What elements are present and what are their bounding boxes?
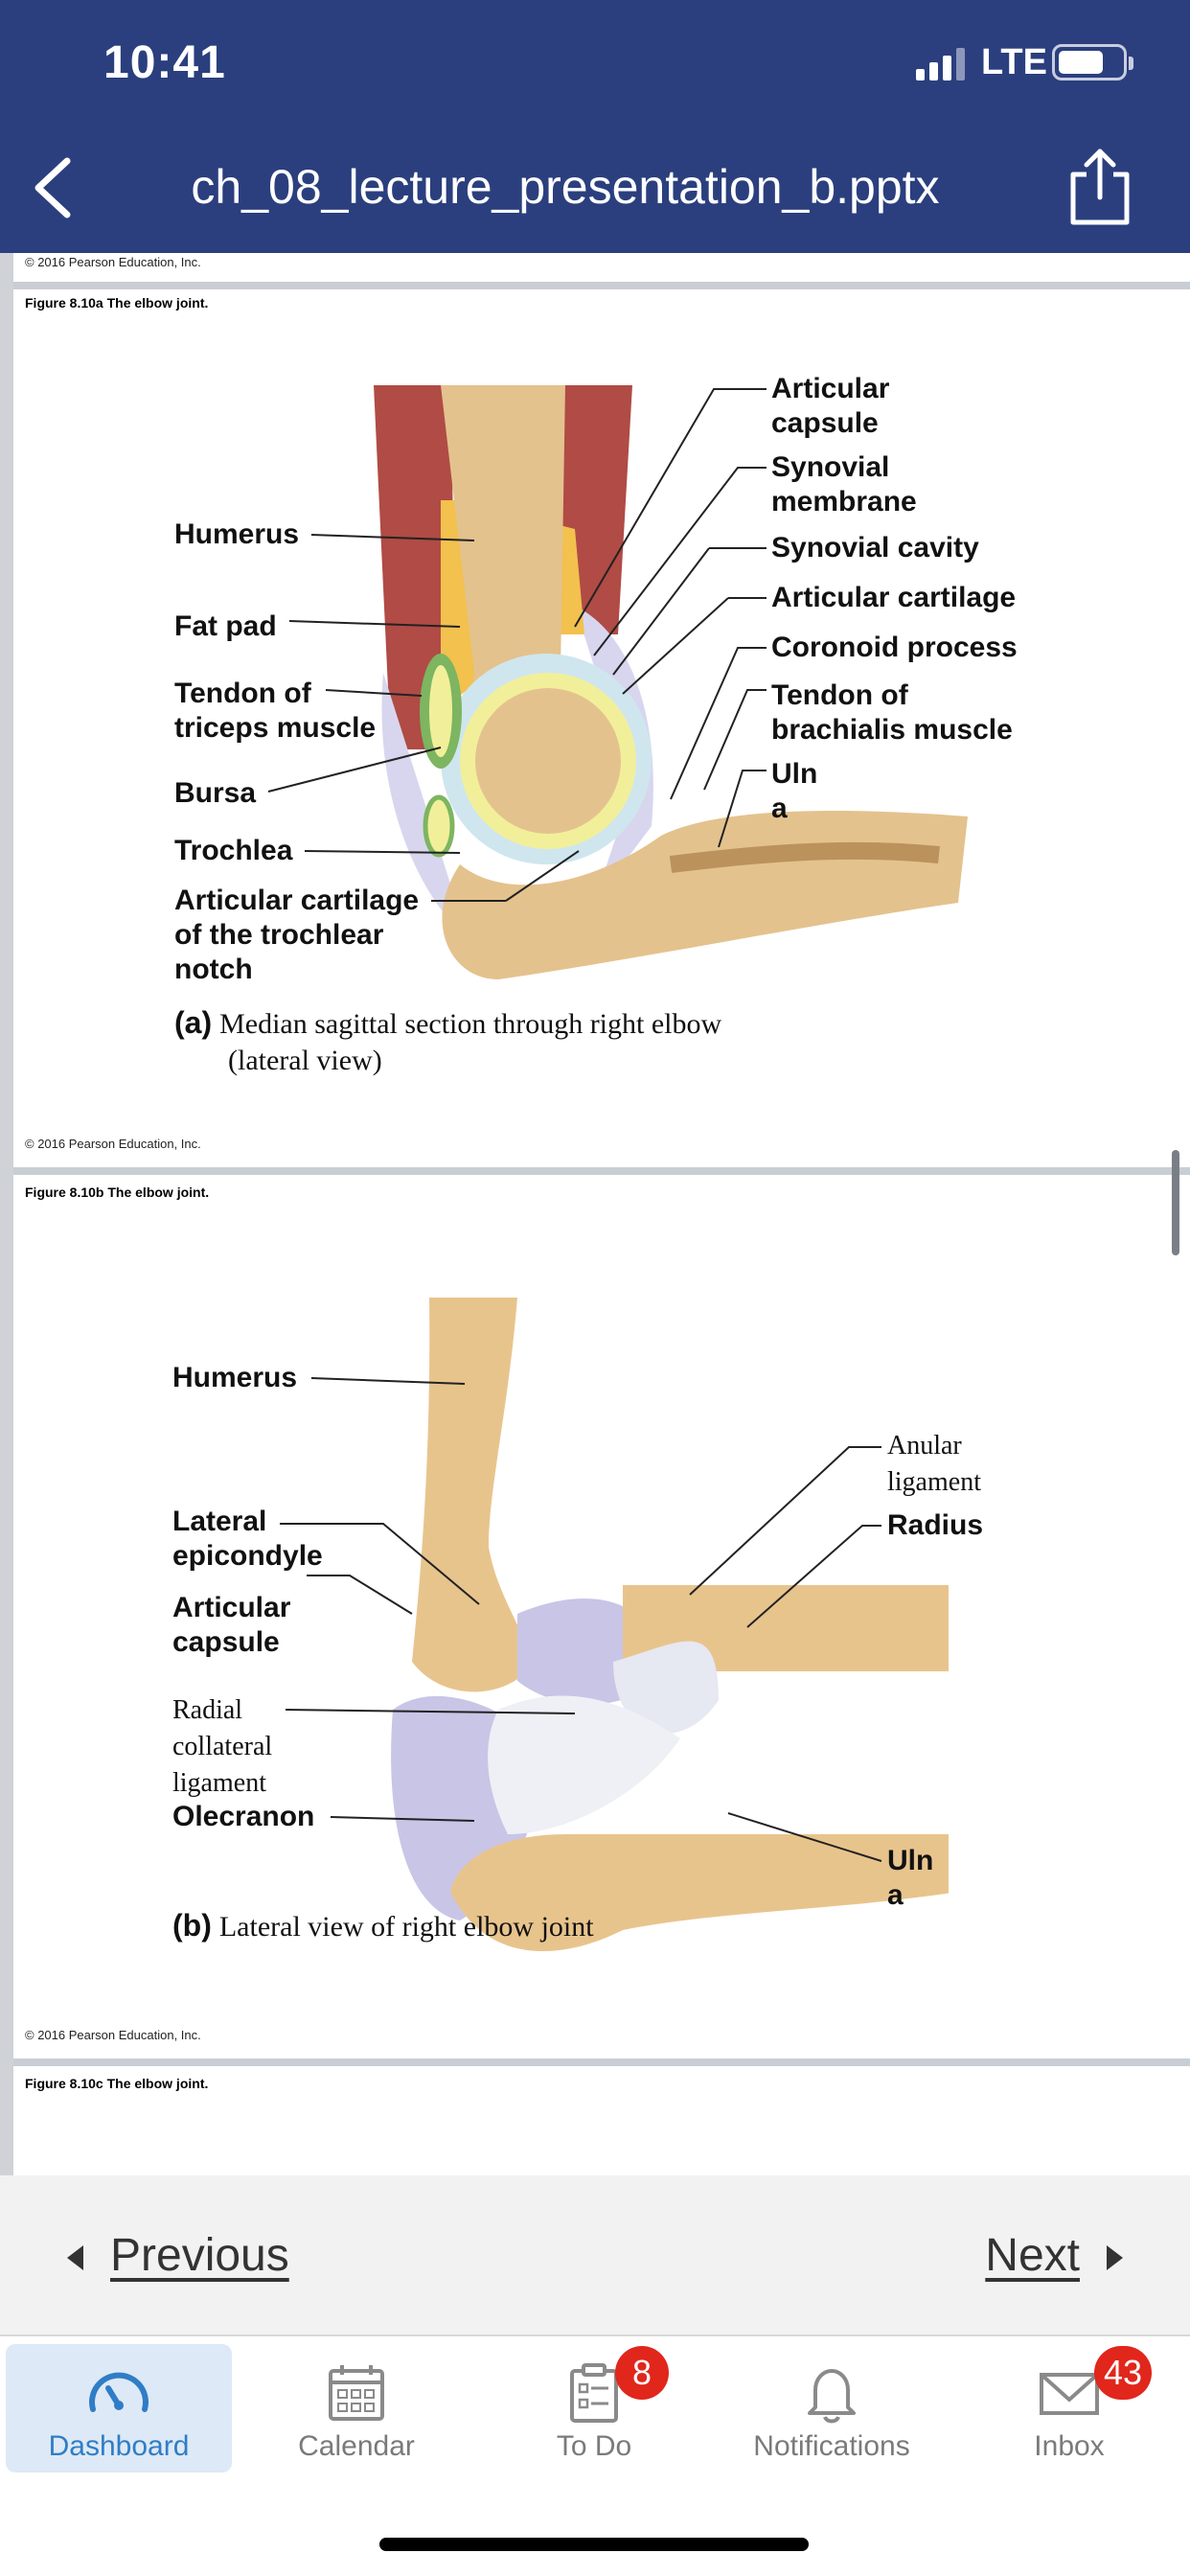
label-radial-collateral-1: Radial <box>172 1695 243 1725</box>
copyright-text: © 2016 Pearson Education, Inc. <box>25 1137 201 1151</box>
label-lateral-epicondyle-1: Lateral <box>172 1506 267 1537</box>
label-ulna-a-1: Uln <box>771 758 818 790</box>
label-articular-cartilage-notch-1: Articular cartilage <box>174 885 420 916</box>
label-articular-cartilage: Articular cartilage <box>771 582 1017 613</box>
label-radius: Radius <box>887 1509 984 1541</box>
calendar-icon <box>329 2365 384 2421</box>
label-tendon-triceps-2: triceps muscle <box>174 712 377 744</box>
figure-b-title-text: Lateral view of right elbow joint <box>218 1911 594 1943</box>
label-bursa: Bursa <box>174 777 257 809</box>
triangle-left-icon <box>67 2245 83 2271</box>
label-articular-capsule-2: capsule <box>771 407 879 439</box>
tab-dashboard[interactable]: Dashboard <box>6 2344 232 2472</box>
elbow-lateral-illustration <box>391 1298 949 1952</box>
label-tendon-brachialis-1: Tendon of <box>771 679 908 711</box>
label-lateral-epicondyle-2: epicondyle <box>172 1540 323 1572</box>
envelope-icon <box>1040 2373 1099 2415</box>
figure-b-letter: (b) <box>172 1908 212 1943</box>
figure-caption: Figure 8.10c The elbow joint. <box>25 2076 209 2091</box>
tab-todo[interactable]: 8 To Do <box>481 2344 707 2472</box>
label-anular-ligament-2: ligament <box>887 1467 981 1497</box>
bottom-tab-bar: Dashboard Calendar <box>0 2334 1190 2576</box>
next-label: Next <box>985 2230 1080 2281</box>
previous-label: Previous <box>110 2230 289 2281</box>
label-tendon-brachialis-2: brachialis muscle <box>771 714 1013 746</box>
label-articular-cartilage-notch-2: of the trochlear <box>174 919 384 951</box>
figure-a-title-line2: (lateral view) <box>228 1045 382 1076</box>
label-tendon-triceps-1: Tendon of <box>174 678 311 709</box>
slide-divider <box>13 1167 1190 1175</box>
label-olecranon: Olecranon <box>172 1801 315 1832</box>
slide-rail <box>0 253 13 2175</box>
label-synovial-membrane-1: Synovial <box>771 451 890 483</box>
label-articular-capsule-b-1: Articular <box>172 1592 291 1623</box>
tab-calendar[interactable]: Calendar <box>243 2344 469 2472</box>
triangle-right-icon <box>1107 2245 1123 2271</box>
label-trochlea: Trochlea <box>174 835 293 866</box>
next-button[interactable]: Next <box>985 2229 1123 2282</box>
document-title: ch_08_lecture_presentation_b.pptx <box>191 160 940 214</box>
figure-caption: Figure 8.10b The elbow joint. <box>25 1184 210 1200</box>
figure-a-title: (a)Median sagittal section through right… <box>174 1004 721 1043</box>
tab-inbox[interactable]: 43 Inbox <box>956 2344 1182 2472</box>
label-coronoid-process: Coronoid process <box>771 632 1018 663</box>
previous-button[interactable]: Previous <box>67 2229 289 2282</box>
battery-icon <box>1052 44 1133 80</box>
todo-list-icon <box>570 2363 618 2423</box>
todo-badge: 8 <box>615 2346 669 2400</box>
slide-divider <box>13 282 1190 289</box>
label-ulna-b-2: a <box>887 1879 904 1911</box>
copyright-text: © 2016 Pearson Education, Inc. <box>25 255 201 269</box>
share-icon[interactable] <box>1062 146 1138 228</box>
scrollbar-thumb[interactable] <box>1172 1150 1179 1255</box>
figure-a-letter: (a) <box>174 1005 213 1040</box>
status-time: 10:41 <box>103 37 226 88</box>
tab-dashboard-label: Dashboard <box>48 2430 190 2462</box>
tab-todo-label: To Do <box>556 2430 632 2462</box>
figure-caption: Figure 8.10a The elbow joint. <box>25 295 209 310</box>
bell-icon <box>808 2369 856 2424</box>
figure-a-title-line1: Median sagittal section through right el… <box>219 1008 722 1040</box>
tab-inbox-label: Inbox <box>1034 2430 1105 2462</box>
label-articular-capsule-1: Articular <box>771 373 890 404</box>
dashboard-gauge-icon <box>89 2372 149 2412</box>
app-header: 10:41 LTE ch_08_lecture_presentation_b.p… <box>0 0 1190 253</box>
figure-b-title: (b)Lateral view of right elbow joint <box>172 1907 594 1945</box>
inbox-badge: 43 <box>1094 2346 1153 2400</box>
cellular-signal-icon <box>916 48 965 80</box>
label-articular-capsule-b-2: capsule <box>172 1626 280 1658</box>
label-radial-collateral-3: ligament <box>172 1768 266 1798</box>
label-anular-ligament-1: Anular <box>887 1431 962 1460</box>
label-humerus: Humerus <box>174 518 300 550</box>
label-articular-cartilage-notch-3: notch <box>174 954 253 985</box>
home-indicator[interactable] <box>379 2538 809 2551</box>
label-ulna-b-1: Uln <box>887 1845 934 1876</box>
tab-notifications[interactable]: Notifications <box>719 2344 945 2472</box>
slide-divider <box>13 2058 1190 2066</box>
label-radial-collateral-2: collateral <box>172 1732 273 1761</box>
label-humerus: Humerus <box>172 1362 298 1393</box>
copyright-text: © 2016 Pearson Education, Inc. <box>25 2028 201 2042</box>
label-ulna-a-2: a <box>771 793 788 824</box>
slide-pager: Previous Next <box>0 2175 1190 2334</box>
tab-calendar-label: Calendar <box>298 2430 415 2462</box>
label-fat-pad: Fat pad <box>174 610 277 642</box>
back-chevron-icon[interactable] <box>27 153 80 222</box>
label-synovial-membrane-2: membrane <box>771 486 917 518</box>
tab-notifications-label: Notifications <box>753 2430 910 2462</box>
network-type: LTE <box>981 42 1047 82</box>
document-viewer[interactable]: © 2016 Pearson Education, Inc. Figure 8.… <box>0 253 1190 2175</box>
label-synovial-cavity: Synovial cavity <box>771 532 979 564</box>
